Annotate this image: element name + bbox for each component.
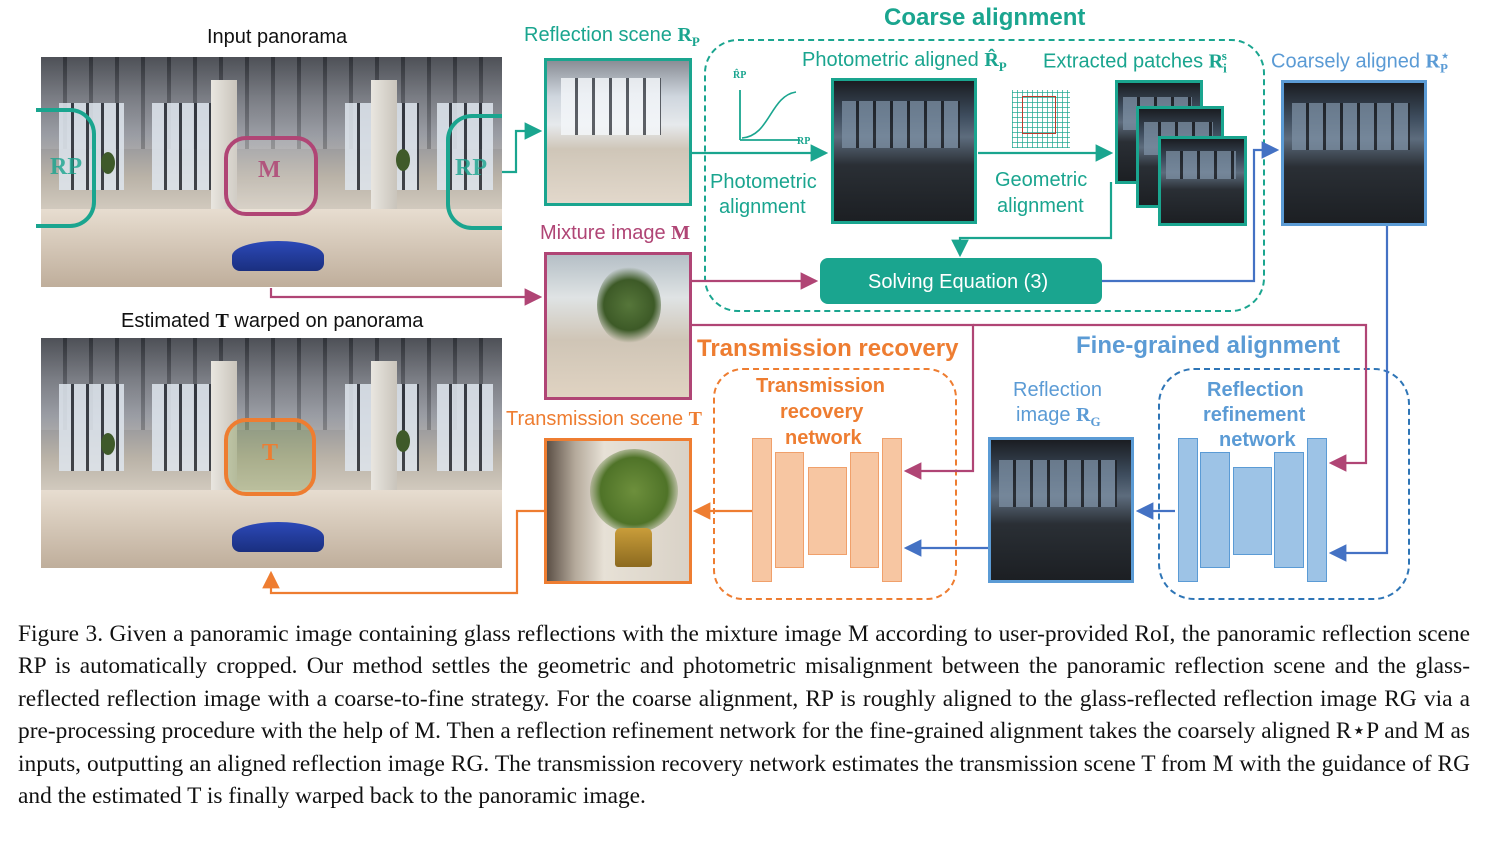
roi-rp-right xyxy=(446,114,502,230)
photometric-aligned-text: Photometric aligned xyxy=(802,49,979,71)
reflection-scene-symbol: R xyxy=(677,24,692,46)
coarsely-aligned-subscript: P xyxy=(1440,60,1448,76)
reflection-scene-image xyxy=(544,58,692,206)
trn-encoder-block-2 xyxy=(775,452,804,568)
reflection-image-symbol: R xyxy=(1076,404,1091,426)
extracted-patches-symbol: R xyxy=(1208,50,1224,73)
reflection-image-rg xyxy=(988,437,1134,583)
geometric-alignment-label-line1: Geometric xyxy=(995,169,1088,191)
coarsely-aligned-symbol: R xyxy=(1425,50,1440,73)
reflection-image-subscript: G xyxy=(1090,414,1101,429)
estimated-panorama-label: Estimated T warped on panorama xyxy=(121,310,423,333)
rrn-label-line1: Reflection xyxy=(1207,379,1304,401)
reflection-scene-text: Reflection scene xyxy=(524,24,672,46)
curve-icon-line xyxy=(741,91,797,139)
arrow-panorama-to-mixture xyxy=(269,288,543,306)
arrow-solving-to-coarsely-aligned xyxy=(1102,141,1280,283)
curve-y-axis-label: R̂P xyxy=(733,70,747,81)
trn-decoder-block-2 xyxy=(882,438,902,582)
arrow-panorama-to-reflection-scene xyxy=(502,122,543,174)
transmission-scene-image xyxy=(544,438,692,584)
extracted-patches-label: Extracted patches Ris xyxy=(1043,48,1227,77)
reflection-image-label-line2: image RG xyxy=(1016,404,1101,430)
roi-rp-left-label: RP xyxy=(50,154,82,180)
estimated-panorama-image xyxy=(41,338,502,568)
trn-label-line3: network xyxy=(785,427,862,449)
trn-encoder-block-1 xyxy=(752,438,772,582)
connector-arrows xyxy=(262,90,1389,595)
patch-grid-icon xyxy=(1012,90,1070,148)
coarsely-aligned-label: Coarsely aligned RP⋆ xyxy=(1271,48,1449,77)
roi-rp-left xyxy=(36,108,96,228)
extracted-patches-text: Extracted patches xyxy=(1043,50,1204,73)
reflection-scene-label: Reflection scene RP xyxy=(524,24,700,50)
estimated-t-symbol: T xyxy=(215,310,229,332)
estimated-prefix: Estimated xyxy=(121,310,210,332)
extracted-patches-subscript: i xyxy=(1223,60,1227,76)
fine-grained-alignment-box xyxy=(1158,368,1410,600)
rrn-decoder-block-2 xyxy=(1307,438,1327,582)
arrow-coarsely-aligned-to-refinement xyxy=(1328,226,1389,562)
transmission-scene-text: Transmission scene xyxy=(506,408,684,430)
extracted-patch-3 xyxy=(1158,136,1247,226)
roi-t-label: T xyxy=(262,440,279,466)
roi-m-label: M xyxy=(258,157,281,183)
input-panorama-image xyxy=(41,57,502,287)
rrn-encoder-block-2 xyxy=(1200,452,1230,568)
photometric-aligned-subscript: P xyxy=(998,59,1007,74)
transmission-recovery-title: Transmission recovery xyxy=(697,335,959,362)
reflection-scene-subscript: P xyxy=(691,34,700,49)
extracted-patches-superscript: s xyxy=(1221,48,1227,63)
rrn-label-line3: network xyxy=(1219,429,1296,451)
fine-grained-alignment-title: Fine-grained alignment xyxy=(1076,332,1341,359)
reflection-image-label-line1: Reflection xyxy=(1013,379,1102,401)
arrow-patches-to-solving xyxy=(951,182,1113,258)
photometric-aligned-image xyxy=(831,78,977,224)
transmission-recovery-box xyxy=(713,368,957,600)
rrn-encoder-block-1 xyxy=(1178,438,1198,582)
mixture-image-label: Mixture image M xyxy=(540,222,690,245)
rrn-label-line2: refinement xyxy=(1203,404,1306,426)
photometric-alignment-label-line1: Photometric xyxy=(710,171,817,193)
roi-m xyxy=(224,136,318,216)
trn-label-line1: Transmission xyxy=(756,375,885,397)
reflection-image-text: image xyxy=(1016,404,1071,426)
mixture-image-text: Mixture image xyxy=(540,222,666,244)
trn-decoder-block-1 xyxy=(850,452,879,568)
photometric-aligned-label: Photometric aligned R̂P xyxy=(802,49,1007,75)
coarse-alignment-title: Coarse alignment xyxy=(884,4,1086,31)
curve-x-axis-label: RP xyxy=(797,136,811,147)
solving-equation-box xyxy=(820,258,1102,304)
rrn-bottleneck-block xyxy=(1233,467,1272,555)
estimated-suffix: warped on panorama xyxy=(228,310,424,332)
transmission-scene-symbol: T xyxy=(688,408,703,430)
input-panorama-label: Input panorama xyxy=(207,26,348,48)
figure-caption: Figure 3. Given a panoramic image contai… xyxy=(18,621,1470,810)
coarsely-aligned-text: Coarsely aligned xyxy=(1271,50,1420,73)
trn-label-line2: recovery xyxy=(780,401,864,423)
trn-bottleneck-block xyxy=(808,467,847,555)
geometric-alignment-label-line2: alignment xyxy=(997,195,1084,217)
mixture-image-symbol: M xyxy=(671,222,691,244)
coarse-alignment-box xyxy=(704,39,1265,312)
arrow-scene-to-panorama xyxy=(262,509,544,595)
coarsely-aligned-image xyxy=(1281,80,1427,226)
transmission-scene-label: Transmission scene T xyxy=(506,408,702,431)
arrow-mixture-to-transmission-network xyxy=(692,323,975,480)
curve-icon-axes xyxy=(739,90,800,141)
rrn-decoder-block-1 xyxy=(1274,452,1304,568)
mixture-image xyxy=(544,252,692,400)
photometric-alignment-label-line2: alignment xyxy=(719,196,806,218)
roi-rp-right-label: RP xyxy=(455,155,487,181)
roi-t xyxy=(224,418,316,496)
arrow-mixture-to-refinement-network xyxy=(973,323,1368,472)
solving-equation-label: Solving Equation (3) xyxy=(868,271,1049,293)
coarsely-aligned-superscript: ⋆ xyxy=(1440,48,1450,63)
photometric-aligned-symbol: R̂ xyxy=(984,49,999,71)
